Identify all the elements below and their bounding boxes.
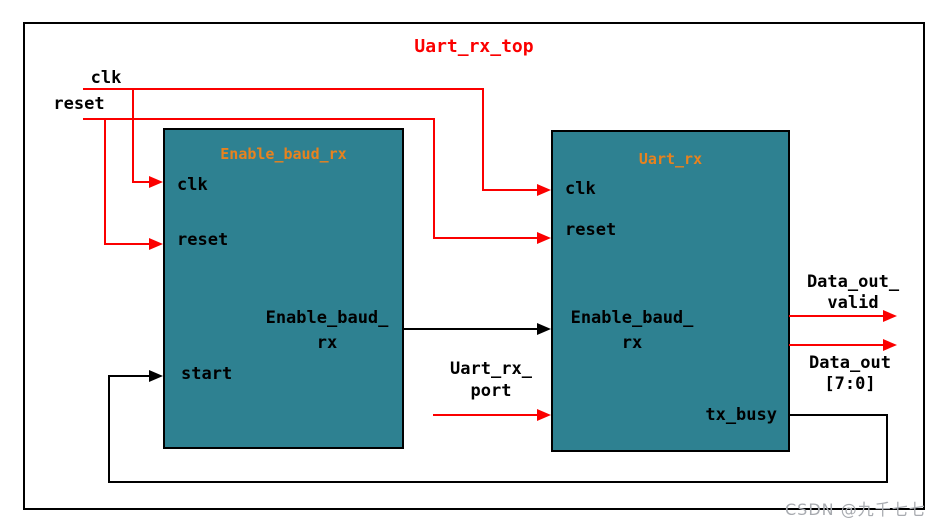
enable-baud-arrowhead-icon — [537, 323, 551, 335]
data-out-valid-label-line2: valid — [827, 293, 879, 313]
clk-wire-branch-left-h — [132, 181, 152, 183]
tx-busy-wire-h3 — [108, 375, 152, 377]
reset-to-enable-arrowhead-icon — [149, 238, 163, 250]
reset-signal-label: reset — [53, 94, 105, 114]
clk-signal-label: clk — [90, 68, 122, 88]
uart-rx-module — [551, 130, 790, 452]
clk-wire-branch-left-v — [132, 88, 134, 183]
enable-port-reset: reset — [177, 230, 229, 250]
tx-busy-wire-v1 — [886, 414, 888, 483]
enable-port-clk: clk — [177, 175, 208, 195]
data-out-arrowhead-icon — [883, 339, 897, 351]
reset-wire-branch-right-h — [433, 237, 539, 239]
data-out-valid-wire — [789, 315, 885, 317]
clk-wire-branch-right-v — [482, 88, 484, 191]
tx-busy-wire-h2 — [108, 481, 888, 483]
reset-wire-branch-left-h — [104, 243, 152, 245]
clk-wire-main — [83, 88, 484, 90]
enable-port-output-line1: Enable_baud_ — [265, 308, 389, 328]
reset-wire-branch-right-v — [433, 118, 435, 239]
enable-port-output: Enable_baud_ rx — [252, 306, 402, 356]
uart-rx-port-label-line2: port — [470, 381, 512, 401]
enable-baud-rx-module — [163, 128, 404, 449]
watermark: CSDN @九千七七 — [785, 500, 926, 519]
reset-to-uart-arrowhead-icon — [537, 232, 551, 244]
uart-port-reset: reset — [565, 220, 617, 240]
uart-rx-port-label-line1: Uart_rx_ — [450, 359, 532, 379]
tx-busy-wire-h1 — [788, 414, 888, 416]
enable-port-output-line2: rx — [316, 333, 338, 353]
enable-baud-wire — [404, 328, 539, 330]
tx-busy-wire-v2 — [108, 375, 110, 483]
uart-rx-port-arrowhead-icon — [537, 409, 551, 421]
reset-wire-branch-left-v — [104, 118, 106, 245]
clk-wire-branch-right-h — [482, 189, 539, 191]
uart-port-tx-busy: tx_busy — [705, 405, 777, 425]
data-out-label: Data_out [7:0] — [791, 353, 909, 395]
start-arrowhead-icon — [149, 370, 163, 382]
uart-rx-module-title: Uart_rx — [638, 150, 703, 168]
uart-port-enable-in-line1: Enable_baud_ — [570, 308, 694, 328]
data-out-valid-label: Data_out_ valid — [794, 272, 912, 314]
uart-port-enable-in-line2: rx — [621, 333, 643, 353]
clk-to-enable-arrowhead-icon — [149, 176, 163, 188]
enable-baud-rx-module-title: Enable_baud_rx — [220, 145, 347, 163]
reset-wire-main — [83, 118, 435, 120]
uart-rx-port-label: Uart_rx_ port — [432, 358, 550, 402]
data-out-label-line1: Data_out — [809, 353, 891, 373]
diagram-title: Uart_rx_top — [414, 36, 534, 57]
data-out-valid-arrowhead-icon — [883, 310, 897, 322]
uart-port-enable-in: Enable_baud_ rx — [557, 306, 707, 356]
data-out-wire — [789, 344, 885, 346]
uart-rx-port-wire — [433, 414, 539, 416]
clk-to-uart-arrowhead-icon — [537, 184, 551, 196]
uart-port-clk: clk — [565, 179, 596, 199]
data-out-label-line2: [7:0] — [824, 374, 876, 394]
data-out-valid-label-line1: Data_out_ — [806, 272, 900, 292]
enable-port-start: start — [181, 364, 233, 384]
